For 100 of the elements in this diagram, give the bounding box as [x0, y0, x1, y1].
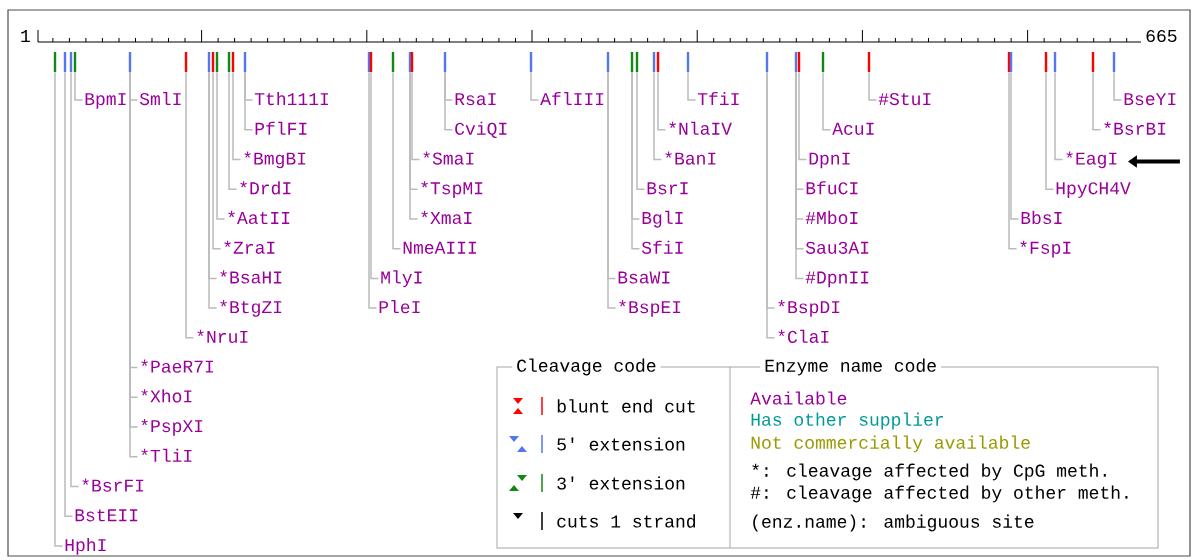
leader-line [1008, 71, 1018, 250]
legend-note: *: cleavage affected by CpG meth. [752, 463, 1106, 481]
leader-line [409, 71, 419, 220]
cut-site-mark [53, 52, 57, 72]
cut-site-mark [821, 52, 825, 72]
enzyme-name: PflFI [255, 121, 307, 135]
leader-line [392, 71, 402, 250]
legend-text: blunt end cut [557, 399, 695, 413]
cut-site-mark [63, 52, 67, 72]
enzyme-name: BsrI [647, 182, 688, 195]
enzyme-name: *BsaHI [220, 270, 282, 284]
enzyme-name: #DpnII [805, 271, 869, 288]
enzyme-name: *EagI [1066, 151, 1117, 169]
cut-site-mark [227, 52, 231, 72]
enzyme-name: *BsrFI [82, 478, 144, 492]
leader-line [411, 71, 421, 161]
enzyme-name: BseYI [1124, 93, 1176, 106]
leader-line [216, 71, 226, 220]
leader-line [185, 71, 195, 339]
cut-site-mark [211, 52, 215, 72]
enzyme-name: *NlaIV [669, 121, 732, 135]
enzyme-name: CviQI [455, 121, 507, 139]
cut-site-mark [73, 52, 77, 72]
enzyme-name: MlyI [381, 270, 422, 288]
leader-line [244, 71, 254, 131]
cut-site-mark [391, 52, 395, 72]
cut-site-mark [794, 52, 798, 72]
enzyme-name: *FspI [1020, 240, 1071, 258]
legend-text: 3′ extension [557, 476, 685, 490]
leader-line [70, 71, 80, 488]
leader-line [1092, 71, 1102, 131]
enzyme-name: *AatII [228, 210, 290, 225]
leader-line [228, 71, 238, 190]
enzyme-name: *BtgZI [220, 300, 282, 317]
leader-line [444, 71, 454, 131]
cut-site-mark [797, 52, 801, 72]
leader-line [1113, 71, 1123, 101]
enzyme-name: *BmgBI [244, 151, 306, 169]
enzyme-name: BsaWI [618, 271, 670, 284]
cut-site-mark [686, 52, 690, 72]
leader-line [368, 71, 378, 309]
leader-line [636, 71, 646, 190]
enzyme-name: Sau3AI [805, 241, 869, 254]
enzyme-name: BpmI [85, 93, 126, 109]
legend-text: 5′ extension [557, 437, 685, 451]
ruler-label: 1 [21, 30, 30, 42]
legend-note: (enz.name): ambiguous site [753, 514, 1034, 532]
leader-line [657, 71, 667, 131]
enzyme-name: *XhoI [141, 389, 192, 403]
legend-note: #: cleavage affected by other meth. [750, 485, 1128, 503]
cut-site-mark [656, 52, 660, 72]
enzyme-name: HphI [65, 537, 106, 555]
leader-line [232, 71, 242, 161]
enzyme-name: *XmaI [421, 210, 472, 225]
enzyme-name: *DrdI [240, 181, 291, 195]
legend-heading: Cleavage code [512, 357, 661, 377]
legend-text: Available [750, 391, 847, 405]
legend-text: cuts 1 strand [557, 514, 696, 528]
legend-text: Not commercially available [751, 435, 1030, 453]
enzyme-name: *PspXI [141, 418, 203, 436]
cut-site-mark [652, 52, 656, 72]
enzyme-name: *BsrBI [1104, 121, 1166, 135]
leader-line [653, 71, 663, 161]
leader-line [530, 71, 540, 101]
cut-site-mark [243, 52, 247, 72]
enzyme-name: *ZraI [224, 240, 275, 254]
enzyme-name: BbsI [1021, 210, 1062, 225]
enzyme-name: *ClaI [778, 329, 829, 343]
enzyme-name: *SmaI [423, 151, 474, 165]
legend-heading: Enzyme name code [760, 357, 942, 377]
leader-line [74, 71, 84, 101]
cut-site-mark [69, 52, 73, 72]
enzyme-name: Tth111I [254, 91, 328, 106]
leader-line [1010, 71, 1020, 220]
cut-site-mark [635, 52, 639, 72]
leader-line [1054, 71, 1064, 161]
cut-site-mark [1044, 52, 1048, 72]
leader-line [64, 71, 74, 517]
enzyme-name: HpyCH4V [1056, 182, 1131, 198]
enzyme-name: BglI [642, 210, 683, 228]
cut-site-mark [231, 52, 235, 72]
leader-line [868, 71, 878, 101]
enzyme-name: #MboI [805, 210, 858, 225]
leader-line [822, 71, 832, 131]
cut-site-mark [529, 52, 533, 72]
leader-line [212, 71, 222, 250]
enzyme-name: TfiI [697, 91, 739, 105]
cut-site-mark [184, 52, 188, 72]
leader-line [370, 71, 380, 280]
cut-site-mark [1091, 52, 1095, 72]
cut-site-mark [1112, 52, 1116, 72]
enzyme-name: #StuI [878, 92, 931, 106]
enzyme-name: BfuCI [806, 181, 858, 195]
leader-line [54, 71, 64, 547]
enzyme-name: *BspDI [778, 300, 840, 317]
enzyme-name: SmlI [139, 91, 181, 106]
cut-site-mark [215, 52, 219, 72]
enzyme-name: *BspEI [619, 300, 681, 317]
enzyme-name: NmeAIII [403, 241, 476, 254]
cut-site-mark [207, 52, 211, 72]
